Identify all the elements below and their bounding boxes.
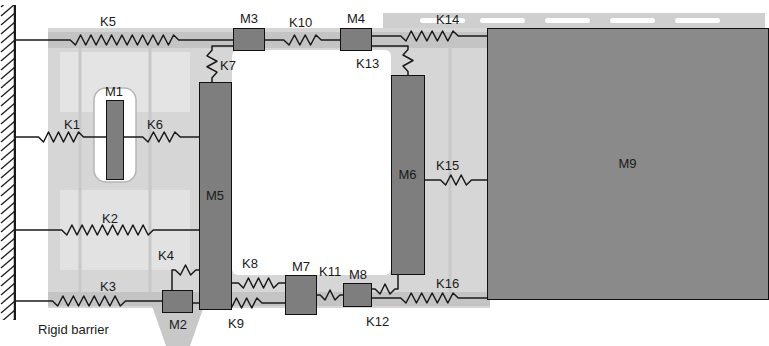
oval-opening bbox=[94, 88, 136, 182]
spring-label: K11 bbox=[319, 264, 341, 279]
mass-label: M1 bbox=[105, 84, 123, 99]
spring-connector bbox=[317, 290, 343, 300]
spring-label: K5 bbox=[100, 14, 116, 29]
mass-block: M7 bbox=[285, 275, 317, 315]
strip-slot bbox=[610, 18, 655, 23]
spring-connector bbox=[372, 31, 487, 41]
spring-connector bbox=[172, 265, 199, 290]
spring-connector bbox=[16, 225, 199, 235]
spring-connector bbox=[265, 35, 340, 45]
spring-connector bbox=[425, 175, 487, 185]
spring-connector bbox=[16, 132, 106, 142]
mass-block: M6 bbox=[391, 75, 425, 275]
strip-slot bbox=[480, 18, 525, 23]
spring-label: K9 bbox=[228, 316, 244, 331]
mass-label: M3 bbox=[240, 11, 258, 26]
mass-label: M4 bbox=[347, 11, 365, 26]
frame-rib bbox=[149, 48, 152, 292]
spring-label: K1 bbox=[64, 117, 80, 132]
frame-rib bbox=[79, 48, 82, 292]
spring-label: K4 bbox=[158, 248, 174, 263]
hatch-stroke bbox=[1, 319, 15, 320]
spring-connector bbox=[16, 296, 162, 306]
mass-block: M2 bbox=[162, 290, 193, 313]
spring-connector bbox=[372, 46, 413, 75]
strip-slot bbox=[545, 18, 590, 23]
spring-label: K15 bbox=[436, 158, 459, 173]
spring-connector bbox=[207, 46, 233, 82]
spring-connector bbox=[232, 278, 285, 288]
frame-body bbox=[48, 28, 490, 308]
rigid-barrier: Rigid barrier bbox=[0, 5, 16, 320]
mass-label: M7 bbox=[292, 259, 310, 274]
strip-slot bbox=[675, 18, 720, 23]
mass-block: M9 bbox=[487, 28, 769, 300]
mass-label: M5 bbox=[206, 188, 224, 203]
spring-connector bbox=[372, 275, 398, 294]
mass-block: M3 bbox=[233, 28, 265, 51]
strip-slot bbox=[420, 18, 465, 23]
spring-label: K2 bbox=[102, 211, 118, 226]
spring-label: K13 bbox=[356, 56, 379, 71]
mass-block: M1 bbox=[106, 100, 124, 180]
barrier-face bbox=[14, 5, 16, 320]
mass-block: M8 bbox=[343, 283, 372, 307]
frame-opening bbox=[232, 50, 391, 275]
barrier-label: Rigid barrier bbox=[38, 322, 109, 337]
spring-label: K14 bbox=[436, 12, 459, 27]
spring-connector bbox=[16, 35, 233, 45]
spring-label: K10 bbox=[289, 15, 312, 30]
spring-label: K7 bbox=[220, 58, 236, 73]
mass-label: M9 bbox=[618, 156, 636, 171]
spring-label: K6 bbox=[147, 117, 163, 132]
frame-rib bbox=[449, 48, 452, 292]
mass-label: M2 bbox=[169, 317, 187, 332]
spring-label: K3 bbox=[100, 279, 116, 294]
mass-label: M6 bbox=[398, 167, 416, 182]
spring-label: K8 bbox=[242, 256, 258, 271]
barrier-hatch bbox=[0, 5, 16, 320]
spring-connector bbox=[124, 132, 199, 142]
spring-label: K12 bbox=[366, 314, 389, 329]
mass-block: M4 bbox=[340, 28, 372, 51]
hatch-stroke bbox=[1, 310, 15, 320]
mass-label: M8 bbox=[349, 267, 367, 282]
mass-block: M5 bbox=[199, 82, 232, 310]
spring-label: K16 bbox=[436, 276, 459, 291]
spring-connector bbox=[372, 293, 487, 303]
roof-strip bbox=[383, 13, 765, 28]
